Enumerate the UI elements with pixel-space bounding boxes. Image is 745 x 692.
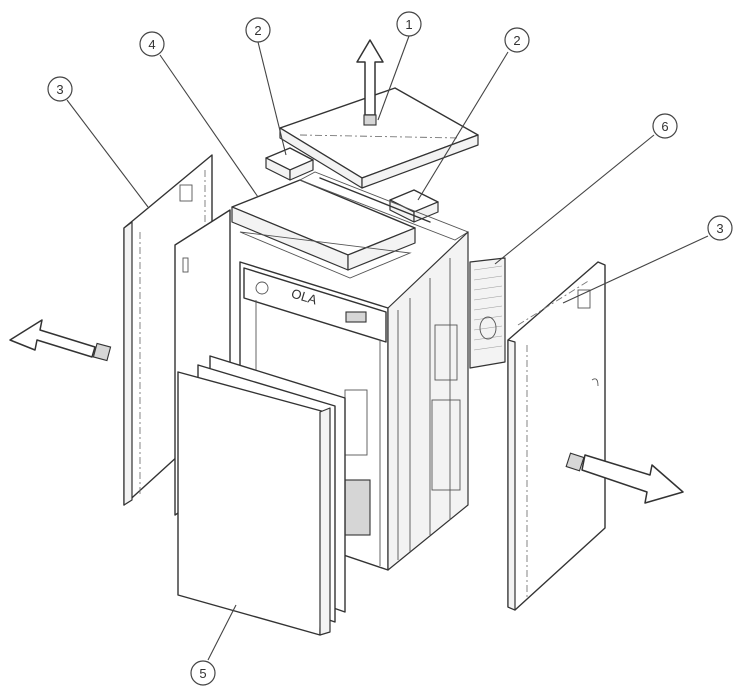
svg-text:3: 3 [716, 221, 723, 236]
callout-2-left: 2 [245, 17, 287, 156]
top-cover-panel [279, 87, 479, 189]
svg-text:4: 4 [148, 37, 155, 52]
callout-3-right: 3 [562, 215, 733, 304]
top-insulation-slab [231, 179, 416, 279]
svg-text:2: 2 [513, 33, 520, 48]
callout-4: 4 [139, 31, 259, 198]
lift-up-arrow [356, 39, 384, 126]
remove-left-arrow [9, 319, 112, 362]
front-panel-stack [177, 355, 346, 636]
svg-text:3: 3 [56, 82, 63, 97]
svg-text:2: 2 [254, 23, 261, 38]
svg-text:6: 6 [661, 119, 668, 134]
svg-text:1: 1 [405, 17, 412, 32]
callout-1: 1 [377, 11, 422, 121]
remove-right-arrow [565, 452, 684, 504]
insulation-block-left [265, 147, 314, 181]
svg-text:5: 5 [199, 666, 206, 681]
callout-5: 5 [190, 604, 237, 686]
control-panel-logo: OLA [290, 286, 320, 308]
callout-3-left: 3 [47, 76, 149, 208]
callout-6: 6 [494, 113, 678, 265]
right-side-panel [507, 261, 606, 611]
callout-2-right: 2 [417, 27, 530, 201]
